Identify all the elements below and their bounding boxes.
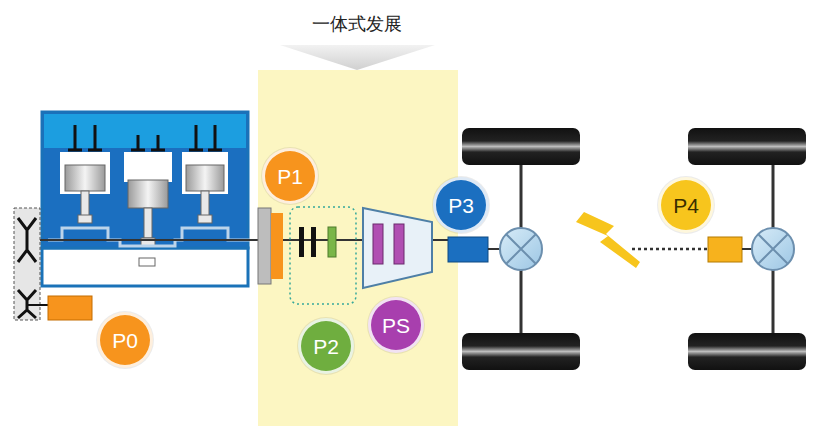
diagram-title: 一体式发展 [312, 12, 402, 36]
title-chevron [280, 45, 435, 70]
callout-number: P3 [448, 195, 474, 216]
callout-circle: P4 [658, 177, 714, 233]
p3-motor [448, 237, 488, 262]
rear-axle [688, 128, 806, 370]
engine [42, 112, 250, 286]
flywheel [258, 208, 271, 284]
callout-number: PS [382, 315, 410, 336]
output-shaft [488, 248, 500, 250]
callout-circle: P3 [433, 177, 489, 233]
callout-circle: P0 [97, 312, 153, 368]
front-axle [462, 128, 580, 370]
ps-transmission [363, 208, 432, 288]
callout-circle: P2 [298, 318, 354, 374]
rear-shaft [742, 248, 752, 250]
p2-clutch [290, 207, 356, 304]
callout-number: P2 [313, 336, 339, 357]
lightning-bolt [576, 212, 640, 268]
integration-band [258, 70, 458, 426]
callout-number: P4 [673, 195, 699, 216]
callout-circle: PS [368, 297, 424, 353]
callout-number: P1 [277, 166, 303, 187]
callout-circle: P1 [262, 148, 318, 204]
belt-pulleys [14, 208, 92, 320]
callout-number: P0 [112, 330, 138, 351]
electric-link [632, 248, 708, 251]
p4-motor [708, 237, 742, 262]
p1-motor [271, 213, 283, 279]
